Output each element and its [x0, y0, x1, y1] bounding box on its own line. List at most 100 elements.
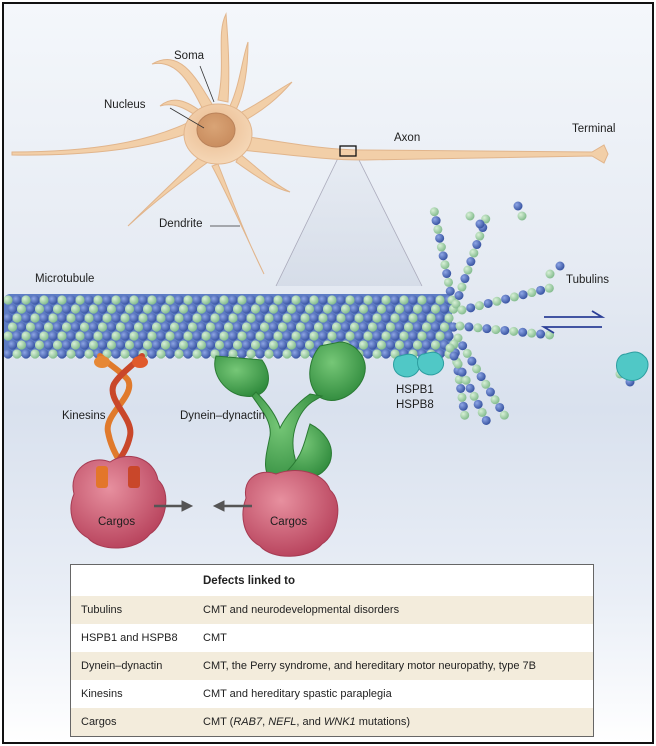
beta-tubulin-bead — [196, 340, 207, 350]
alpha-tubulin-bead — [7, 304, 18, 314]
beta-tubulin-bead — [439, 322, 450, 332]
alpha-tubulin-bead — [183, 349, 193, 359]
alpha-tubulin-bead — [214, 322, 225, 332]
alpha-tubulin-bead — [363, 349, 373, 359]
beta-tubulin-bead — [385, 322, 396, 332]
beta-tubulin-bead — [327, 295, 337, 305]
alpha-tubulin-bead — [79, 340, 90, 350]
gene-name: NEFL — [268, 716, 297, 728]
beta-tubulin-bead — [16, 340, 27, 350]
soma-leader — [199, 65, 215, 103]
beta-tubulin-bead — [156, 313, 166, 323]
alpha-tubulin-bead — [250, 322, 261, 332]
beta-tubulin-bead — [462, 348, 472, 358]
alpha-tubulin-bead — [156, 331, 166, 341]
alpha-tubulin-bead — [4, 313, 13, 323]
beta-tubulin-bead — [430, 340, 441, 350]
microtubule-lattice — [4, 295, 459, 359]
beta-tubulin-bead — [237, 295, 247, 305]
alpha-tubulin-bead — [485, 387, 495, 397]
alpha-tubulin-bead — [97, 304, 108, 314]
cargo-arrows-icon — [154, 500, 252, 512]
alpha-tubulin-bead — [403, 340, 414, 350]
alpha-tubulin-bead — [106, 322, 117, 332]
alpha-tubulin-bead — [336, 295, 346, 305]
beta-tubulin-bead — [394, 340, 405, 350]
beta-tubulin-bead — [363, 331, 373, 341]
beta-tubulin-bead — [187, 322, 198, 332]
alpha-tubulin-bead — [376, 322, 387, 332]
dynein-dynactin-label: Dynein–dynactin — [180, 410, 266, 422]
beta-tubulin-bead — [250, 340, 261, 350]
alpha-tubulin-bead — [412, 322, 423, 332]
table-defect: CMT, the Perry syndrome, and hereditary … — [203, 660, 537, 672]
beta-tubulin-bead — [228, 313, 238, 323]
alpha-tubulin-bead — [205, 340, 216, 350]
alpha-tubulin-bead — [318, 295, 328, 305]
alpha-tubulin-bead — [12, 295, 22, 305]
alpha-tubulin-bead — [501, 294, 511, 304]
alpha-tubulin-bead — [151, 304, 162, 314]
cargo-right-body — [242, 470, 339, 557]
beta-tubulin-bead — [57, 331, 67, 341]
beta-tubulin-bead — [461, 375, 471, 385]
zoom-line-left — [275, 153, 341, 287]
alpha-tubulin-bead — [259, 304, 270, 314]
beta-tubulin-bead — [183, 295, 193, 305]
alpha-tubulin-bead — [435, 233, 445, 243]
beta-tubulin-bead — [517, 211, 527, 221]
beta-tubulin-bead — [273, 331, 283, 341]
beta-tubulin-bead — [527, 328, 537, 338]
beta-tubulin-bead — [435, 295, 445, 305]
beta-tubulin-bead — [7, 322, 18, 332]
dendrite-branch — [217, 12, 230, 103]
diagram-art — [4, 12, 649, 557]
beta-tubulin-bead — [30, 313, 40, 323]
hspb8-label: HSPB8 — [396, 399, 434, 411]
alpha-tubulin-bead — [358, 322, 369, 332]
alpha-tubulin-bead — [66, 331, 76, 341]
beta-tubulin-bead — [160, 340, 171, 350]
beta-tubulin-bead — [21, 331, 31, 341]
alpha-tubulin-bead — [444, 331, 454, 341]
alpha-tubulin-bead — [210, 331, 220, 341]
alpha-tubulin-bead — [120, 295, 130, 305]
beta-tubulin-bead — [4, 331, 13, 341]
alpha-tubulin-bead — [241, 304, 252, 314]
alpha-tubulin-bead — [331, 304, 342, 314]
beta-tubulin-bead — [84, 313, 94, 323]
beta-tubulin-bead — [491, 325, 501, 335]
axon-shape — [239, 135, 609, 164]
beta-tubulin-bead — [237, 331, 247, 341]
table-protein: Cargos — [81, 716, 117, 728]
beta-tubulin-bead — [228, 349, 238, 359]
beta-tubulin-bead — [219, 295, 229, 305]
beta-tubulin-bead — [84, 349, 94, 359]
alpha-tubulin-bead — [43, 340, 54, 350]
alpha-tubulin-bead — [277, 340, 288, 350]
alpha-tubulin-bead — [79, 304, 90, 314]
alpha-tubulin-bead — [30, 295, 40, 305]
beta-tubulin-bead — [102, 313, 112, 323]
axon-zoom-box — [339, 145, 357, 157]
dendrite-branch — [11, 113, 207, 156]
alpha-tubulin-bead — [111, 349, 121, 359]
alpha-tubulin-bead — [273, 313, 283, 323]
alpha-tubulin-bead — [518, 290, 528, 300]
alpha-tubulin-bead — [75, 349, 85, 359]
beta-tubulin-bead — [457, 392, 467, 402]
alpha-tubulin-bead — [430, 322, 441, 332]
alpha-tubulin-bead — [295, 304, 306, 314]
table-defect: CMT and neurodevelopmental disorders — [203, 604, 400, 616]
table-row: Tubulins CMT and neurodevelopmental diso… — [71, 596, 593, 624]
alpha-tubulin-bead — [16, 322, 27, 332]
beta-tubulin-bead — [481, 379, 491, 389]
alpha-tubulin-bead — [495, 402, 505, 412]
alpha-tubulin-bead — [228, 295, 238, 305]
alpha-tubulin-bead — [156, 295, 166, 305]
beta-tubulin-bead — [79, 322, 90, 332]
table-row: Cargos CMT (RAB7, NEFL, and WNK1 mutatio… — [71, 708, 593, 736]
alpha-tubulin-bead — [367, 304, 378, 314]
beta-tubulin-bead — [444, 313, 454, 323]
beta-tubulin-bead — [417, 331, 427, 341]
